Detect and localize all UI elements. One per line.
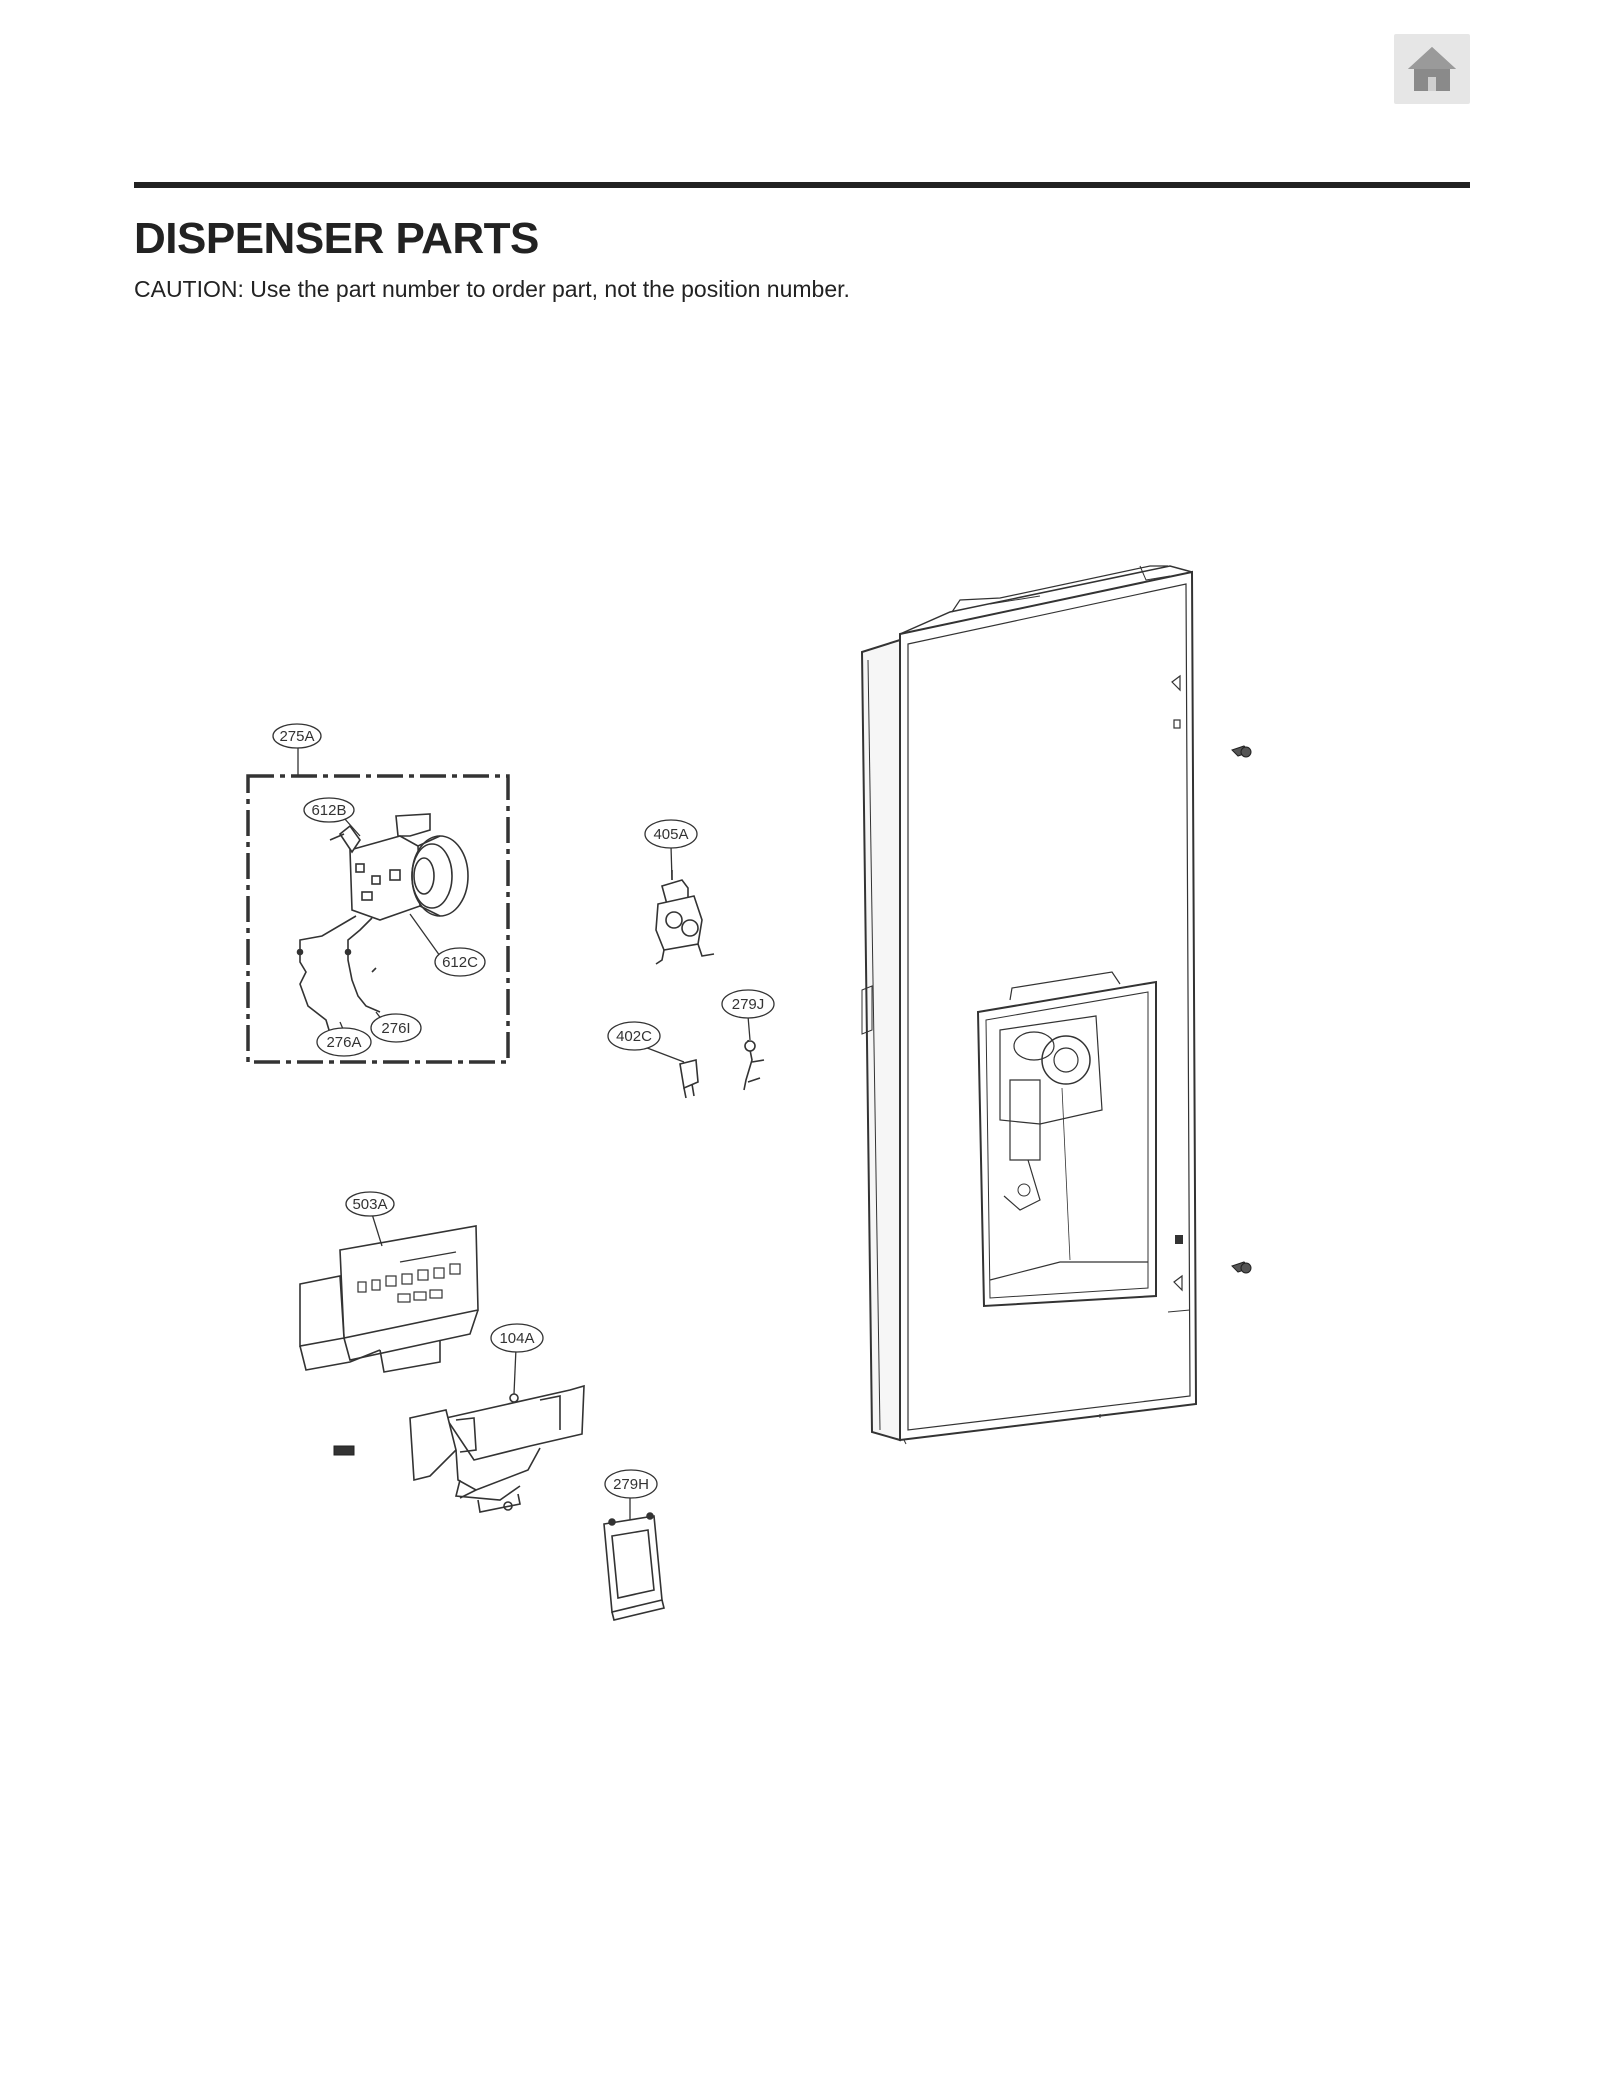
callout-612B-label: 612B [311,802,346,819]
callout-104A-label: 104A [499,1330,534,1347]
callout-279J: 279J [721,989,775,1019]
part-503A [299,1225,479,1373]
part-279H [603,1512,665,1621]
callout-279H: 279H [604,1469,658,1499]
callout-402C-label: 402C [616,1028,652,1045]
page-title: DISPENSER PARTS [134,214,539,263]
callout-612B: 612B [303,797,355,823]
part-402C [679,1058,699,1099]
callout-275A-label: 275A [279,728,314,745]
callout-503A-label: 503A [352,1196,387,1213]
part-612-assembly [329,813,469,921]
door-assembly [860,565,1198,1445]
callout-276I: 276I [370,1013,422,1043]
callout-279J-label: 279J [732,996,765,1013]
assembly-group-275A [246,774,510,1064]
callout-405A-label: 405A [653,826,688,843]
callout-276A-label: 276A [326,1034,361,1051]
home-icon [1408,47,1456,91]
callout-104A: 104A [490,1323,544,1353]
callout-612C-label: 612C [442,954,478,971]
part-small-spring [333,1445,355,1456]
callout-279H-label: 279H [613,1476,649,1493]
callout-612C: 612C [434,947,486,977]
callout-276A: 276A [316,1027,372,1057]
part-104A [409,1384,585,1513]
callout-276I-label: 276I [381,1020,410,1037]
part-405A [655,870,715,965]
callout-405A: 405A [644,819,698,849]
callout-503A: 503A [345,1191,395,1217]
caution-note: CAUTION: Use the part number to order pa… [134,276,850,302]
part-279J [743,1039,765,1091]
header-rule [134,182,1470,188]
door-screws [1231,745,1252,1274]
callout-402C: 402C [607,1021,661,1051]
part-276-wires [296,915,381,1041]
home-button[interactable] [1394,34,1470,104]
callout-275A: 275A [272,723,322,749]
